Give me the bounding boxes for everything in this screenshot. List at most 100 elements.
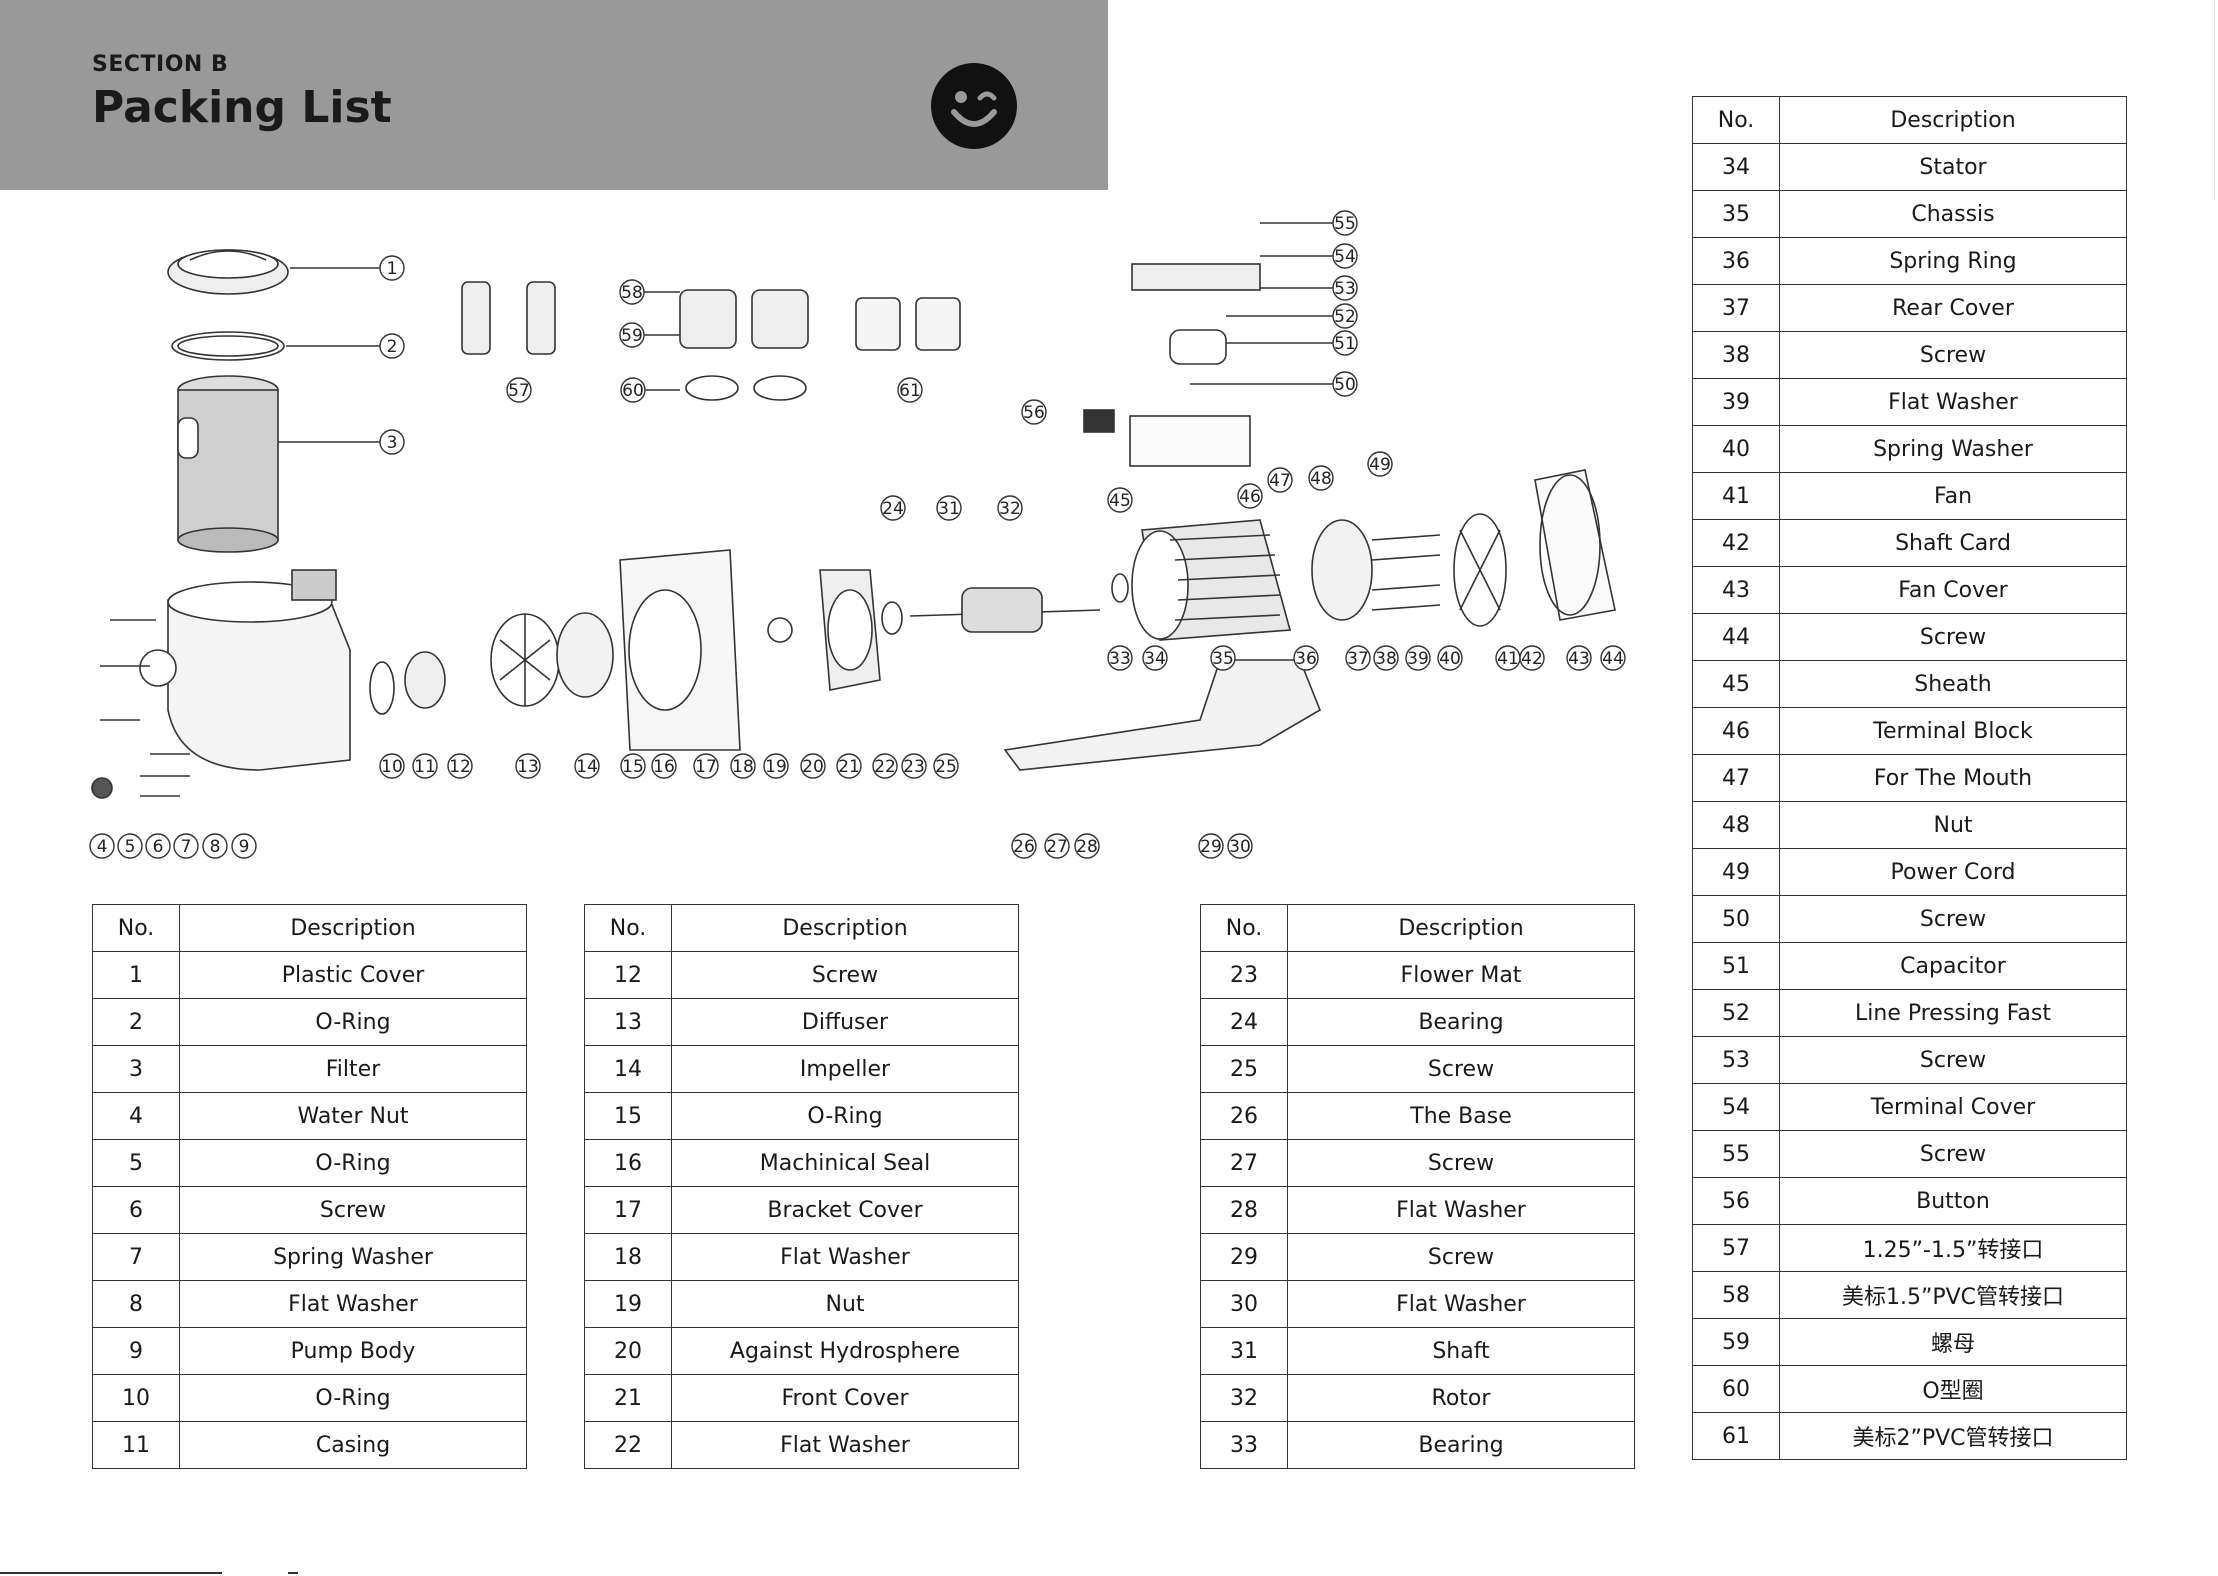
callout-43: 43 bbox=[1566, 645, 1592, 671]
part-description: 美标1.5”PVC管转接口 bbox=[1779, 1271, 2127, 1319]
svg-text:18: 18 bbox=[732, 757, 754, 777]
part-description: O-Ring bbox=[179, 1374, 527, 1422]
callout-46: 46 bbox=[1237, 483, 1263, 509]
svg-text:19: 19 bbox=[765, 757, 787, 777]
svg-text:44: 44 bbox=[1602, 649, 1624, 669]
part-number: 15 bbox=[584, 1092, 672, 1140]
part-description: Capacitor bbox=[1779, 942, 2127, 990]
part-description: Rotor bbox=[1287, 1374, 1635, 1422]
part-number: 32 bbox=[1200, 1374, 1288, 1422]
svg-text:61: 61 bbox=[899, 381, 921, 401]
part-number: 8 bbox=[92, 1280, 180, 1328]
part-number: 19 bbox=[584, 1280, 672, 1328]
callout-34: 34 bbox=[1142, 645, 1168, 671]
callout-27: 27 bbox=[1044, 833, 1070, 859]
part-number: 48 bbox=[1692, 801, 1780, 849]
part-description: 螺母 bbox=[1779, 1318, 2127, 1366]
callout-30: 30 bbox=[1227, 833, 1253, 859]
part-number: 4 bbox=[92, 1092, 180, 1140]
part-description: Flat Washer bbox=[179, 1280, 527, 1328]
part-description: Pump Body bbox=[179, 1327, 527, 1375]
part-description: O-Ring bbox=[179, 998, 527, 1046]
callout-9: 9 bbox=[231, 833, 257, 859]
svg-text:23: 23 bbox=[903, 757, 925, 777]
svg-text:1: 1 bbox=[387, 259, 398, 279]
callout-2: 2 bbox=[379, 333, 405, 359]
part-number: 42 bbox=[1692, 519, 1780, 567]
svg-text:9: 9 bbox=[239, 837, 250, 857]
part-description: Filter bbox=[179, 1045, 527, 1093]
callout-1: 1 bbox=[379, 255, 405, 281]
column-header-description: Description bbox=[1287, 904, 1635, 952]
svg-text:47: 47 bbox=[1269, 471, 1291, 491]
part-description: Fan Cover bbox=[1779, 566, 2127, 614]
part-number: 10 bbox=[92, 1374, 180, 1422]
part-description: Screw bbox=[1779, 1130, 2127, 1178]
part-number: 57 bbox=[1692, 1224, 1780, 1272]
callout-20: 20 bbox=[800, 753, 826, 779]
part-number: 7 bbox=[92, 1233, 180, 1281]
part-number: 23 bbox=[1200, 951, 1288, 999]
svg-text:13: 13 bbox=[517, 757, 539, 777]
callout-49: 49 bbox=[1367, 451, 1393, 477]
table-header-row: No.Description bbox=[92, 904, 527, 952]
svg-text:42: 42 bbox=[1521, 649, 1543, 669]
callout-51: 51 bbox=[1332, 330, 1358, 356]
part-description: Nut bbox=[1779, 801, 2127, 849]
callout-6: 6 bbox=[145, 833, 171, 859]
column-header-no: No. bbox=[92, 904, 180, 952]
callout-22: 22 bbox=[872, 753, 898, 779]
column-header-description: Description bbox=[179, 904, 527, 952]
part-number: 47 bbox=[1692, 754, 1780, 802]
callout-18: 18 bbox=[730, 753, 756, 779]
part-number: 44 bbox=[1692, 613, 1780, 661]
part-description: Screw bbox=[1287, 1233, 1635, 1281]
callout-3: 3 bbox=[379, 429, 405, 455]
callout-37: 37 bbox=[1345, 645, 1371, 671]
callout-41: 41 bbox=[1495, 645, 1521, 671]
callout-11: 11 bbox=[412, 753, 438, 779]
svg-text:52: 52 bbox=[1334, 307, 1356, 327]
table-header-row: No.Description bbox=[1200, 904, 1635, 952]
part-number: 54 bbox=[1692, 1083, 1780, 1131]
part-description: Screw bbox=[179, 1186, 527, 1234]
part-description: Sheath bbox=[1779, 660, 2127, 708]
column-header-description: Description bbox=[671, 904, 1019, 952]
part-description: O型圈 bbox=[1779, 1365, 2127, 1413]
callout-31: 31 bbox=[936, 495, 962, 521]
column-header-no: No. bbox=[1200, 904, 1288, 952]
part-description: O-Ring bbox=[179, 1139, 527, 1187]
part-description: Screw bbox=[1779, 613, 2127, 661]
part-description: Screw bbox=[1779, 331, 2127, 379]
winking-smiley-icon bbox=[931, 63, 1017, 149]
part-number: 49 bbox=[1692, 848, 1780, 896]
part-number: 13 bbox=[584, 998, 672, 1046]
part-description: Casing bbox=[179, 1421, 527, 1469]
part-number: 24 bbox=[1200, 998, 1288, 1046]
callout-21: 21 bbox=[836, 753, 862, 779]
svg-text:34: 34 bbox=[1144, 649, 1166, 669]
part-number: 31 bbox=[1200, 1327, 1288, 1375]
svg-text:57: 57 bbox=[508, 381, 530, 401]
svg-text:54: 54 bbox=[1334, 247, 1356, 267]
part-description: Terminal Block bbox=[1779, 707, 2127, 755]
callout-36: 36 bbox=[1293, 645, 1319, 671]
svg-text:28: 28 bbox=[1076, 837, 1098, 857]
part-description: Flat Washer bbox=[1779, 378, 2127, 426]
